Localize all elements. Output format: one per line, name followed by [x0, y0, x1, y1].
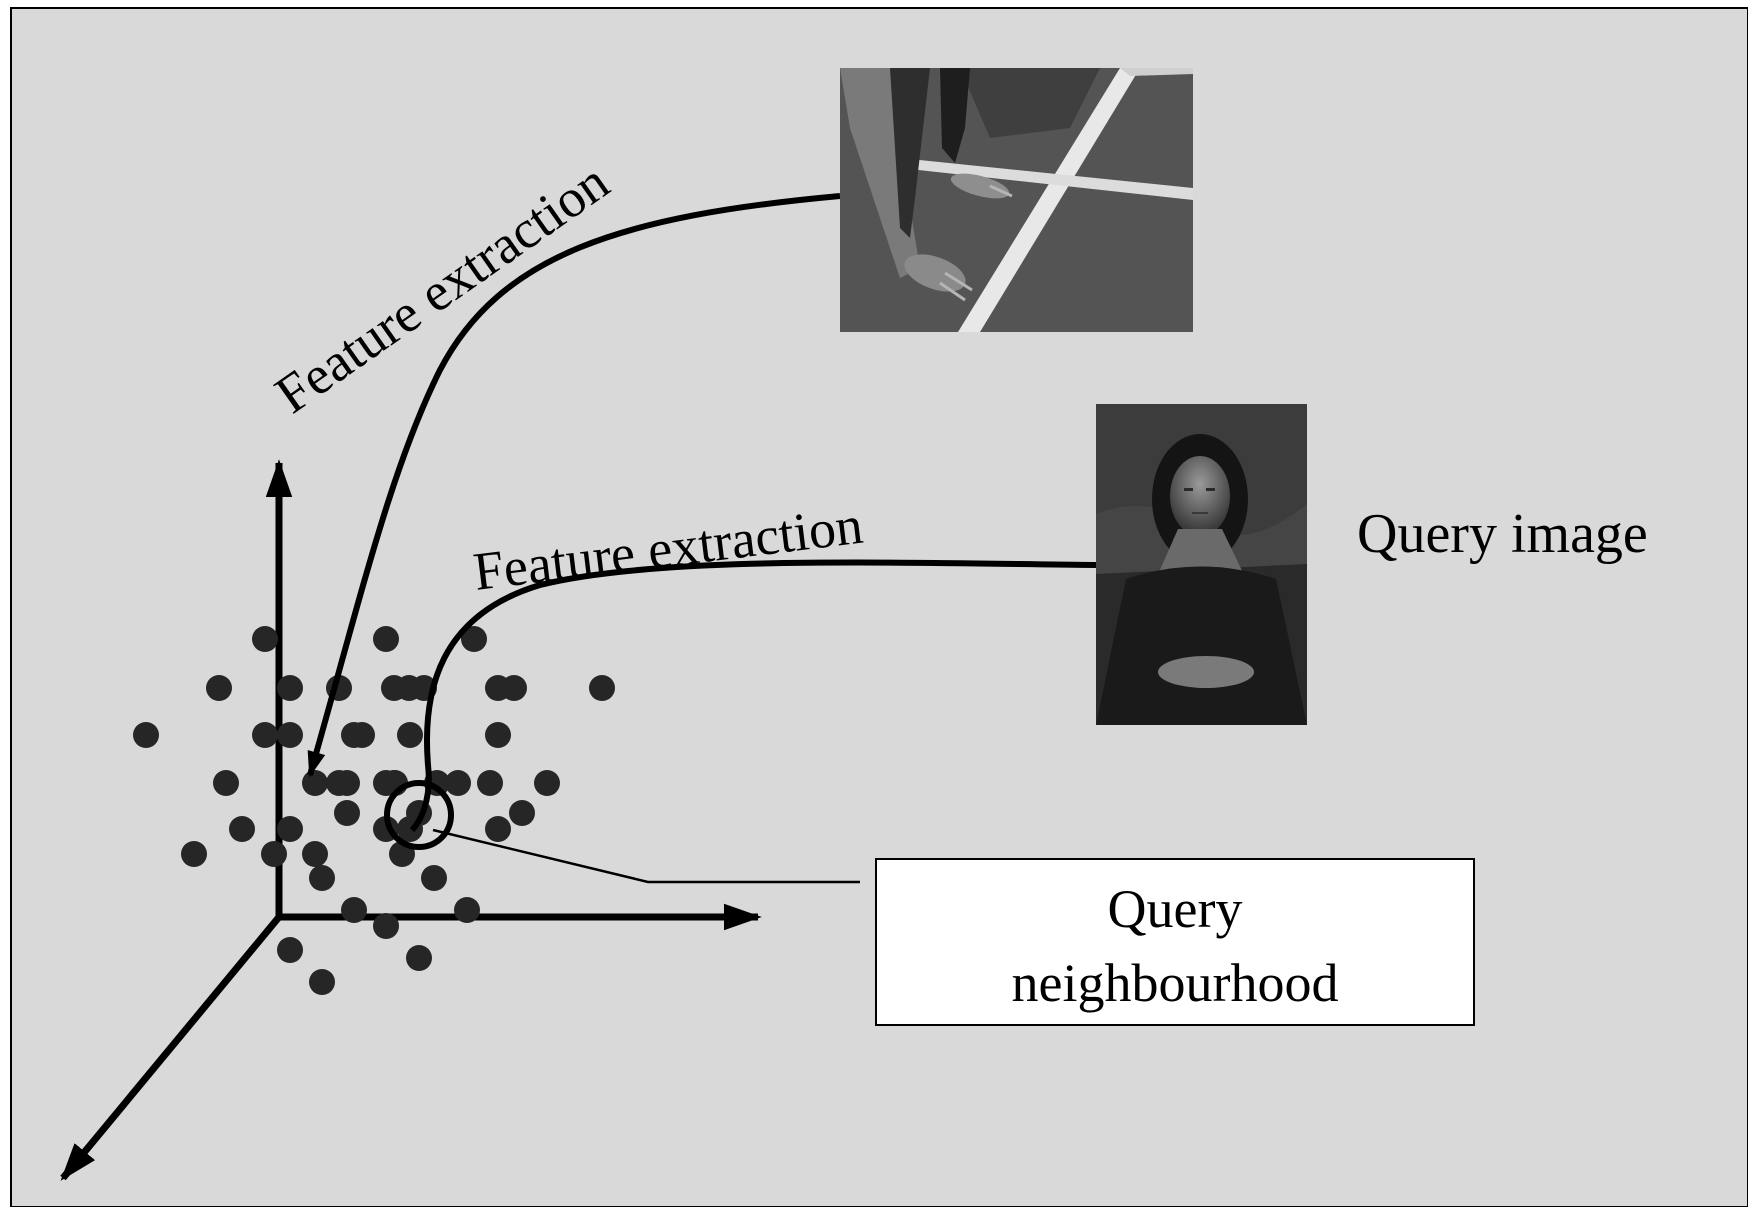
- feature-point: [302, 841, 328, 867]
- feature-point: [445, 770, 471, 796]
- feature-point: [589, 675, 615, 701]
- feature-point: [277, 937, 303, 963]
- feature-point: [252, 626, 278, 652]
- feature-point: [406, 945, 432, 971]
- feature-point: [213, 770, 239, 796]
- feature-point: [349, 722, 375, 748]
- feature-point: [277, 675, 303, 701]
- feature-point: [485, 722, 511, 748]
- feature-point: [206, 675, 232, 701]
- feature-point: [485, 816, 511, 842]
- feature-point: [334, 800, 360, 826]
- feature-point: [373, 913, 399, 939]
- feature-point: [501, 675, 527, 701]
- feature-point: [133, 722, 159, 748]
- query-neighbourhood-box: [875, 858, 1475, 1026]
- query-neighbourhood-label-line2: neighbourhood: [1012, 953, 1339, 1013]
- query-neighbourhood-label-line1: Query: [1108, 879, 1243, 939]
- feature-extraction-arrow-2: [409, 559, 1097, 833]
- feature-point: [341, 897, 367, 923]
- feature-point: [229, 816, 255, 842]
- neighbourhood-leader-line: [432, 828, 860, 884]
- feature-point: [277, 722, 303, 748]
- feature-point: [252, 722, 278, 748]
- query-neighbourhood-circle: [384, 780, 454, 850]
- feature-point: [373, 626, 399, 652]
- query-image-label: Query image: [1357, 503, 1648, 565]
- feature-points: [133, 626, 615, 995]
- feature-point: [302, 770, 328, 796]
- feature-extraction-arrow-1: [307, 193, 841, 778]
- feature-point: [309, 865, 335, 891]
- feature-point: [397, 722, 423, 748]
- database-image: [840, 68, 1193, 332]
- feature-point: [477, 770, 503, 796]
- feature-point: [334, 770, 360, 796]
- feature-point: [309, 969, 335, 995]
- feature-point: [261, 841, 287, 867]
- feature-point: [181, 841, 207, 867]
- feature-point: [454, 897, 480, 923]
- query-image: [1096, 404, 1307, 725]
- z-axis: [60, 914, 282, 1181]
- feature-point: [509, 800, 535, 826]
- feature-point: [421, 865, 447, 891]
- feature-point: [534, 770, 560, 796]
- feature-point: [461, 626, 487, 652]
- feature-point: [277, 816, 303, 842]
